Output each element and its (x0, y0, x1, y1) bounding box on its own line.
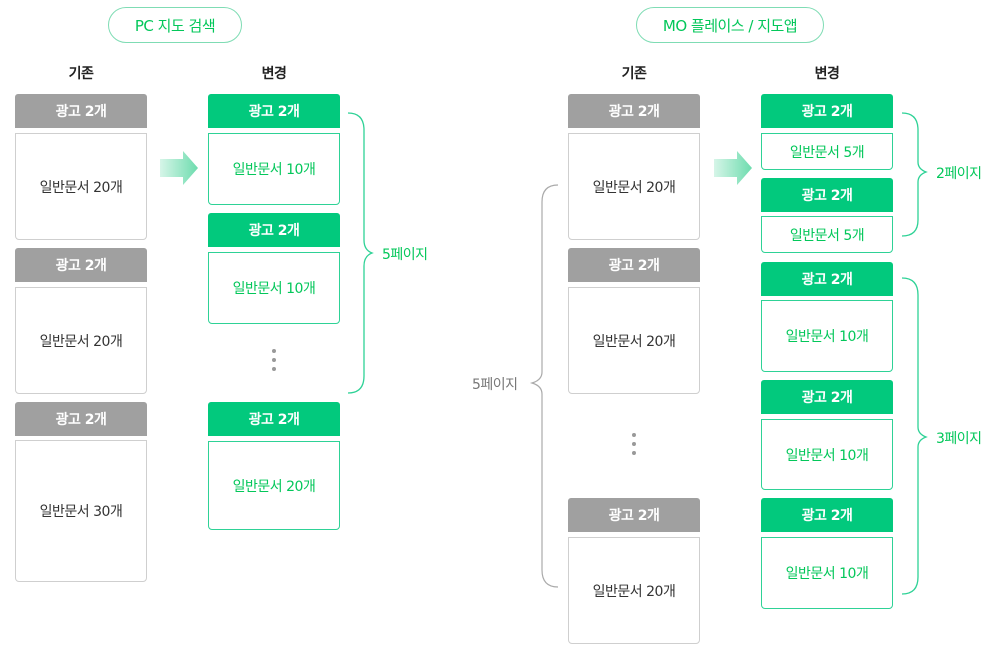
column-header-after: 변경 (261, 66, 287, 82)
ad-block: 광고 2개 (761, 380, 893, 414)
column-header-before: 기존 (68, 66, 94, 82)
right-arrow-icon (160, 151, 198, 185)
document-block: 일반문서 10개 (208, 133, 340, 205)
document-block: 일반문서 10개 (761, 300, 893, 372)
document-block: 일반문서 5개 (761, 133, 893, 170)
right-arrow-icon (714, 151, 752, 185)
ad-block: 광고 2개 (761, 94, 893, 128)
brace-5-pages (347, 112, 374, 394)
page-count-label: 5페이지 (382, 247, 428, 263)
column-header-after: 변경 (814, 66, 840, 82)
document-block: 일반문서 30개 (15, 440, 147, 582)
document-block: 일반문서 20개 (568, 133, 700, 240)
document-block: 일반문서 5개 (761, 216, 893, 253)
document-block: 일반문서 20개 (568, 537, 700, 644)
brace-2-pages (901, 112, 928, 237)
page-count-label: 2페이지 (936, 166, 982, 182)
brace-3-pages (901, 277, 928, 595)
vertical-ellipsis-icon (272, 349, 276, 376)
document-block: 일반문서 20개 (568, 287, 700, 394)
document-block: 일반문서 20개 (15, 133, 147, 240)
column-header-before: 기존 (621, 66, 647, 82)
vertical-ellipsis-icon (632, 433, 636, 460)
brace-5-pages-before (529, 184, 559, 588)
document-block: 일반문서 20개 (15, 287, 147, 394)
ad-block: 광고 2개 (15, 402, 147, 436)
ad-block: 광고 2개 (568, 94, 700, 128)
page-count-label: 5페이지 (472, 377, 518, 393)
section-title-mo: MO 플레이스 / 지도앱 (636, 7, 824, 43)
ad-block: 광고 2개 (761, 178, 893, 212)
document-block: 일반문서 10개 (761, 419, 893, 490)
document-block: 일반문서 10개 (761, 537, 893, 609)
ad-block: 광고 2개 (568, 248, 700, 282)
ad-block: 광고 2개 (761, 262, 893, 296)
document-block: 일반문서 20개 (208, 441, 340, 530)
page-count-label: 3페이지 (936, 431, 982, 447)
ad-block: 광고 2개 (15, 94, 147, 128)
ad-block: 광고 2개 (761, 498, 893, 532)
ad-block: 광고 2개 (568, 498, 700, 532)
document-block: 일반문서 10개 (208, 252, 340, 324)
ad-block: 광고 2개 (15, 248, 147, 282)
ad-block: 광고 2개 (208, 402, 340, 436)
ad-block: 광고 2개 (208, 213, 340, 247)
section-title-pc: PC 지도 검색 (108, 7, 242, 43)
ad-block: 광고 2개 (208, 94, 340, 128)
